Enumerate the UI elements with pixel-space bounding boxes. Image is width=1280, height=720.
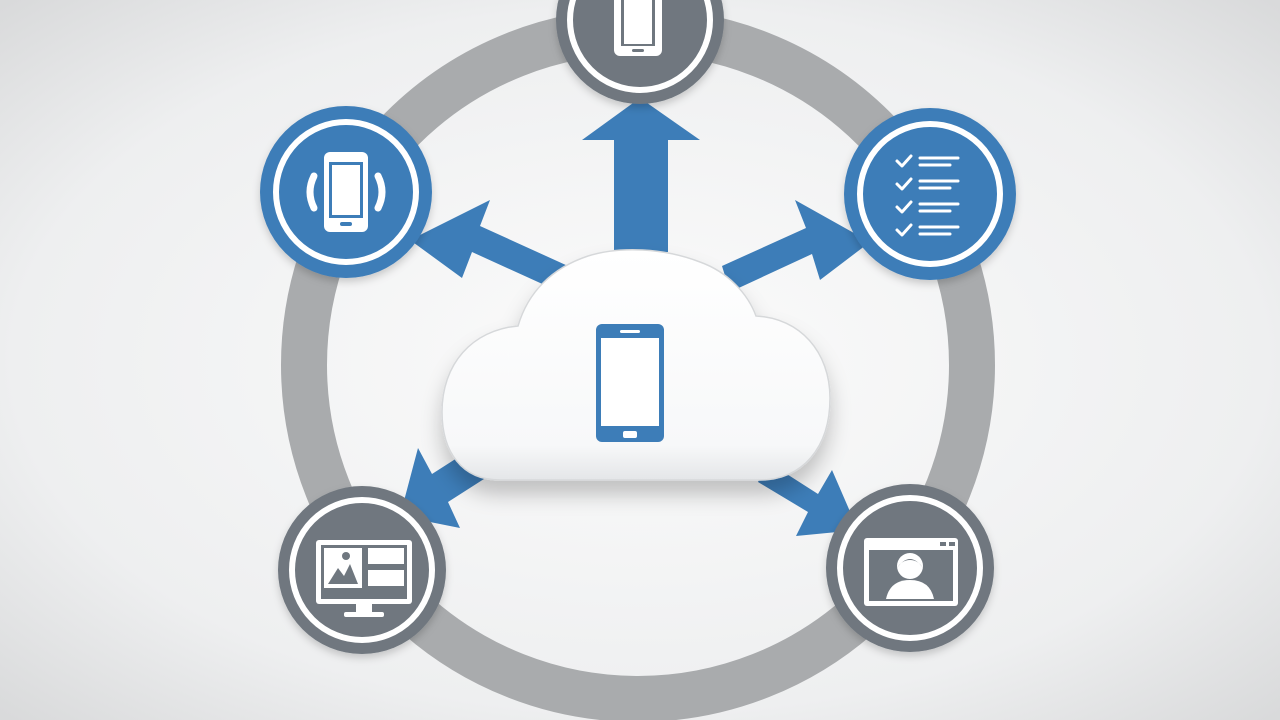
phone-vibrate-icon <box>306 152 386 232</box>
arrow-upper-left <box>410 200 568 292</box>
center-smartphone-icon <box>596 324 664 442</box>
node-upper-right <box>844 108 1016 280</box>
arrow-upper-right <box>722 200 870 292</box>
checklist-icon <box>895 154 960 237</box>
browser-user-profile-icon <box>864 538 958 606</box>
arrow-lower-right <box>758 462 858 536</box>
arrow-up <box>582 98 700 252</box>
monitor-gallery-icon <box>316 540 412 617</box>
smartphone-icon <box>614 0 662 56</box>
